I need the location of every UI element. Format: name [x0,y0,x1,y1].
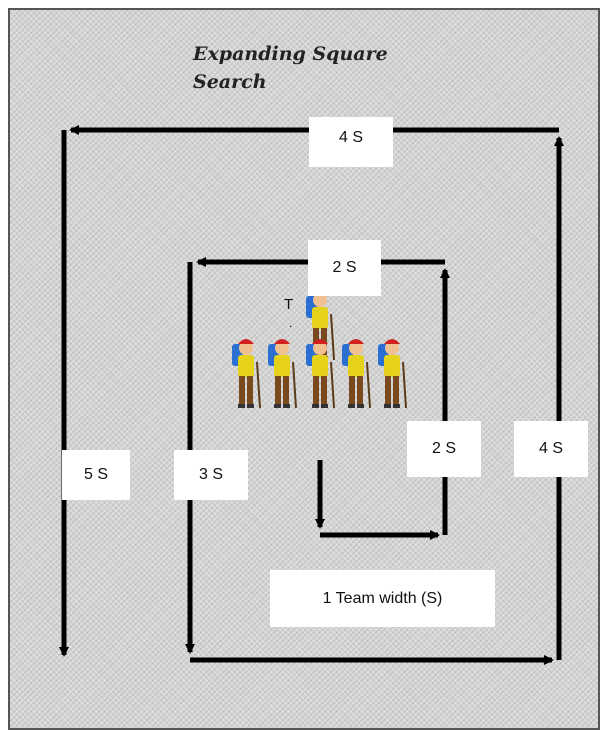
hiker-figure [232,339,261,409]
label-top-outer: 4 S [309,117,393,167]
label-right-inner-text: 2 S [431,440,456,457]
label-left-inner-text: 3 S [198,466,223,483]
label-team-width-text: 1 Team width (S) [322,589,443,607]
title-line-2: Search [193,71,267,93]
label-left-inner: 3 S [174,450,248,500]
label-top-outer-text: 4 S [338,129,363,146]
team-marker-dot: . [289,316,292,330]
hiker-figure [268,339,297,409]
label-top-inner: 2 S [308,240,381,296]
label-team-width: 1 Team width (S) [270,570,495,627]
hiker-figure [378,339,407,409]
hiker-figure [306,339,335,409]
label-right-outer: 4 S [514,421,588,477]
label-left-outer-text: 5 S [83,466,108,483]
label-right-inner: 2 S [407,421,481,477]
label-right-outer-text: 4 S [538,440,563,457]
search-team-hikers [232,291,407,409]
label-left-outer: 5 S [62,450,130,500]
diagram-title: Expanding Square Search [193,40,433,96]
team-marker: T [284,296,293,313]
title-line-1: Expanding Square [193,43,388,65]
label-top-inner-text: 2 S [332,259,357,276]
hiker-figure [342,339,371,409]
